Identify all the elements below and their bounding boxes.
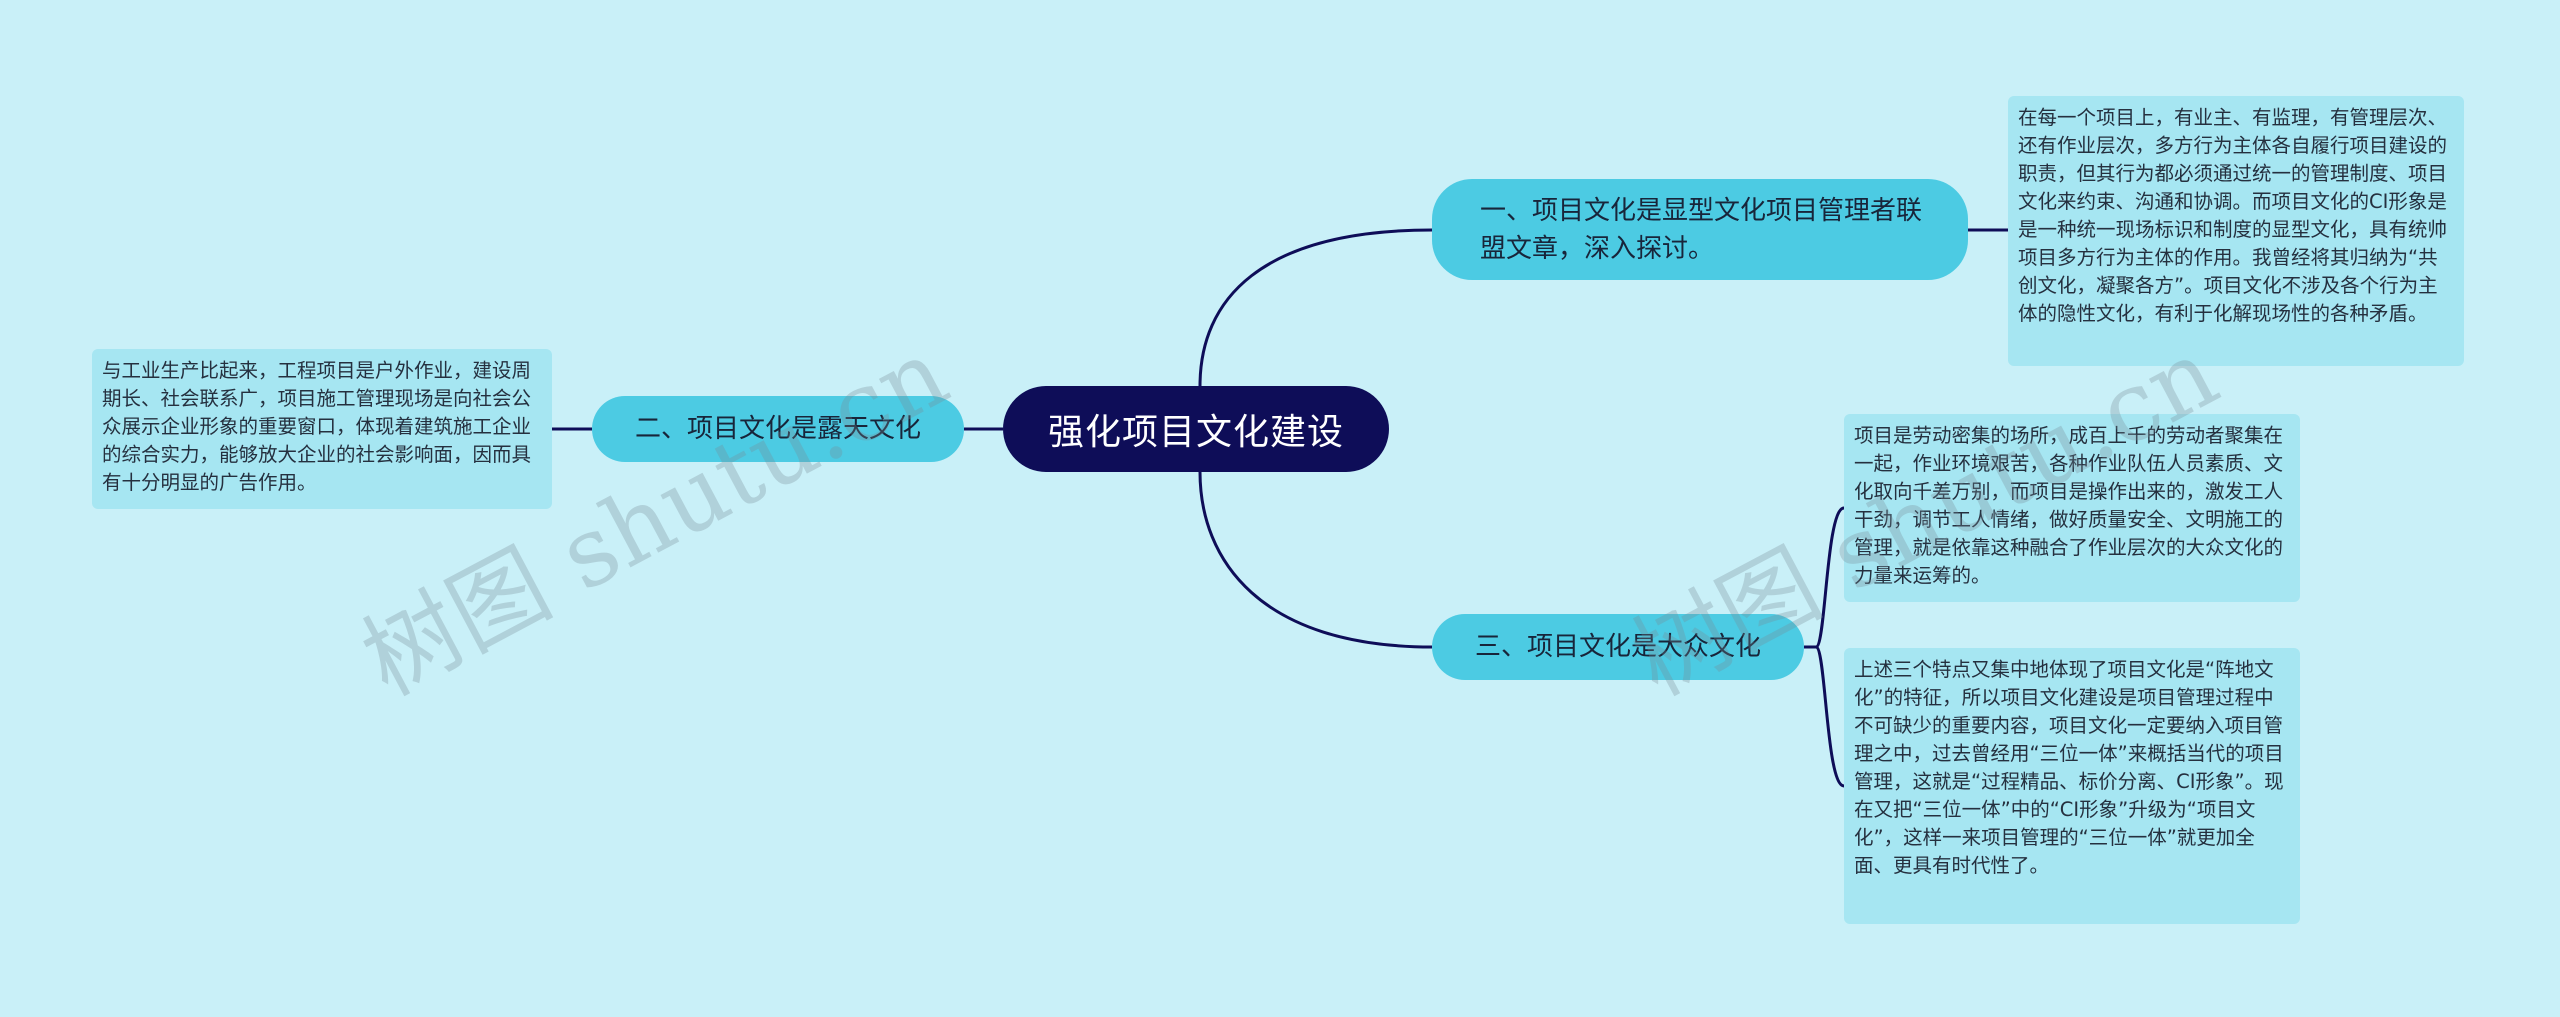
connector-root-branch3 <box>1198 471 1433 649</box>
branch-topic-1[interactable]: 一、项目文化是显型文化项目管理者联盟文章，深入探讨。 <box>1432 179 1968 280</box>
leaf-note-3-1[interactable]: 项目是劳动密集的场所，成百上千的劳动者聚集在一起，作业环境艰苦，各种作业队伍人员… <box>1844 414 2300 602</box>
leaf-note-3-2-text: 上述三个特点又集中地体现了项目文化是“阵地文化”的特征，所以项目文化建设是项目管… <box>1854 658 2284 877</box>
connector-branch3-leaf2 <box>1814 645 1845 788</box>
branch-topic-2-label: 二、项目文化是露天文化 <box>634 414 921 444</box>
branch-topic-3-label: 三、项目文化是大众文化 <box>1474 632 1761 662</box>
branch-topic-3[interactable]: 三、项目文化是大众文化 <box>1432 614 1804 680</box>
leaf-note-3-1-text: 项目是劳动密集的场所，成百上千的劳动者聚集在一起，作业环境艰苦，各种作业队伍人员… <box>1854 424 2284 587</box>
leaf-note-2-1[interactable]: 与工业生产比起来，工程项目是户外作业，建设周期长、社会联系广，项目施工管理现场是… <box>92 349 552 509</box>
leaf-note-3-2[interactable]: 上述三个特点又集中地体现了项目文化是“阵地文化”的特征，所以项目文化建设是项目管… <box>1844 648 2300 924</box>
branch-topic-2[interactable]: 二、项目文化是露天文化 <box>592 396 964 462</box>
connector-root-branch1 <box>1198 228 1433 387</box>
root-topic-label: 强化项目文化建设 <box>1047 412 1344 453</box>
branch-topic-1-label: 一、项目文化是显型文化项目管理者联盟文章，深入探讨。 <box>1480 195 1923 264</box>
connector-branch3-leaf1 <box>1814 506 1845 649</box>
leaf-note-1-1-text: 在每一个项目上，有业主、有监理，有管理层次、还有作业层次，多方行为主体各自履行项… <box>2018 106 2448 325</box>
root-topic[interactable]: 强化项目文化建设 <box>1003 386 1389 472</box>
leaf-note-1-1[interactable]: 在每一个项目上，有业主、有监理，有管理层次、还有作业层次，多方行为主体各自履行项… <box>2008 96 2464 366</box>
leaf-note-2-1-text: 与工业生产比起来，工程项目是户外作业，建设周期长、社会联系广，项目施工管理现场是… <box>102 359 532 494</box>
